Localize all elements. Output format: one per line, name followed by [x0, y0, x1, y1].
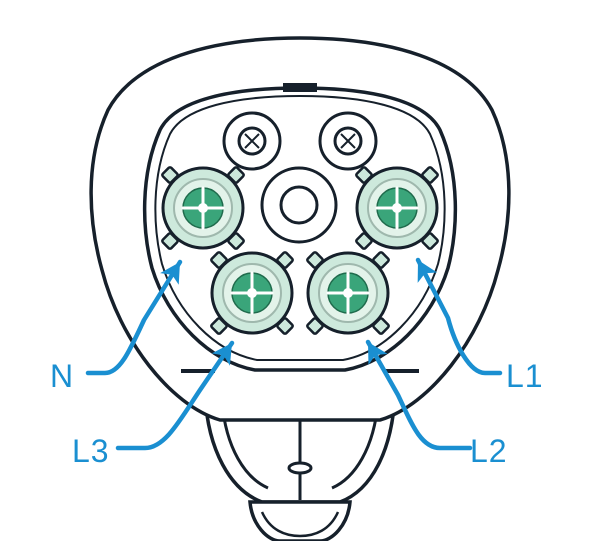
earth-pin [260, 166, 338, 244]
side-notch-left [181, 369, 215, 373]
side-notch-right [385, 369, 419, 373]
arrow-l1 [415, 257, 503, 376]
arrow-l2 [365, 339, 473, 451]
label-l1: L1 [506, 358, 544, 394]
signal-pin-left [222, 111, 282, 171]
signal-pin-right [318, 111, 378, 171]
arrow-l3 [115, 340, 235, 451]
power-pins [161, 166, 439, 335]
label-n: N [50, 358, 74, 394]
cable-boot-ridge [260, 511, 340, 538]
pin-l1 [355, 166, 439, 250]
pin-l3 [210, 251, 294, 335]
pin-n [161, 166, 245, 250]
handle-release-button [287, 461, 313, 475]
label-l3: L3 [72, 433, 110, 469]
top-key-notch [283, 83, 317, 92]
socket-face-inner-rim [154, 94, 446, 361]
label-l2: L2 [470, 433, 508, 469]
cable-boot [248, 500, 352, 541]
arrow-n [85, 259, 183, 376]
pin-l2 [306, 251, 390, 335]
callout-arrows [85, 257, 503, 451]
